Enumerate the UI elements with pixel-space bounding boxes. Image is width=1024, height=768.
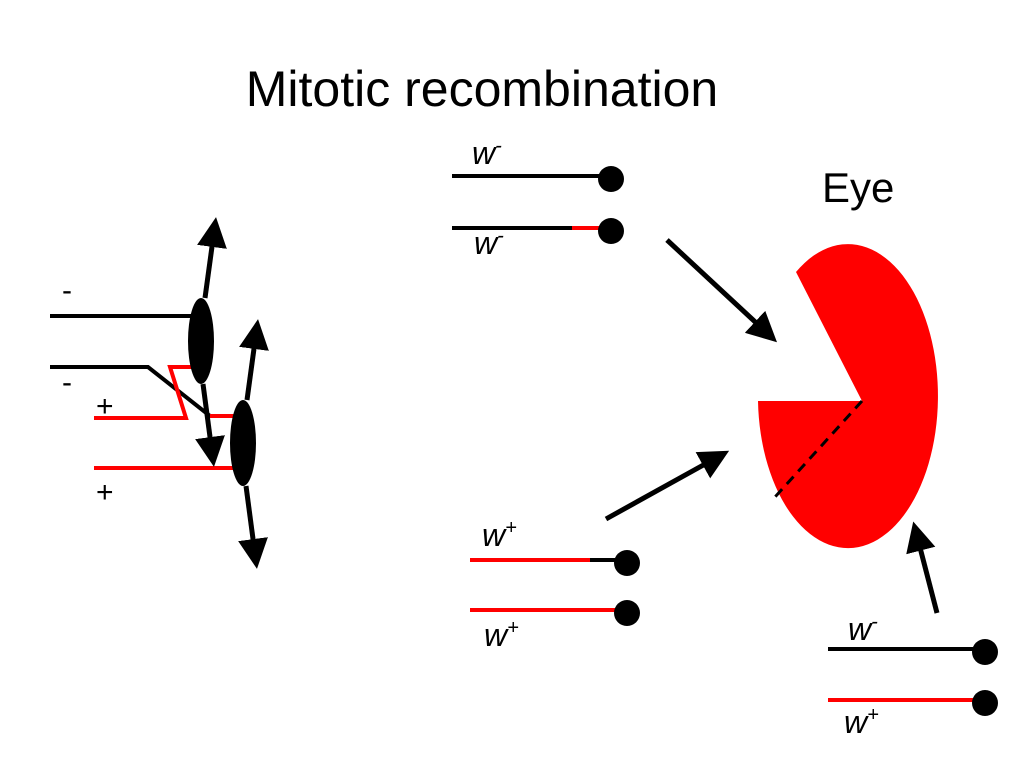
- centromere-bl-2: [614, 600, 640, 626]
- allele-label-br-1: w-: [848, 611, 878, 647]
- chromosome-pair-bottom-right: w- w+: [828, 611, 998, 740]
- diagram-title: Mitotic recombination: [246, 61, 718, 117]
- sign-plus-1: +: [96, 390, 114, 423]
- centromere-upper: [188, 298, 214, 384]
- centromere-br-2: [972, 690, 998, 716]
- arrow-bottom-right-to-eye: [906, 521, 940, 614]
- allele-label-top-2: w-: [474, 225, 504, 261]
- chromosome-pair-bottom-left: w+ w+: [470, 517, 640, 653]
- centromere-bl-1: [614, 550, 640, 576]
- sign-plus-2: +: [96, 476, 114, 509]
- chromatid-upper-2: [50, 365, 238, 418]
- chromosome-pair-top: w- w-: [452, 135, 624, 261]
- spindle-arrow-lower-up: [239, 319, 269, 401]
- spindle-arrow-lower-down: [238, 485, 268, 569]
- centromere-top-1: [598, 166, 624, 192]
- eye-label: Eye: [822, 164, 894, 211]
- allele-label-bl-1: w+: [482, 517, 517, 553]
- allele-label-br-2: w+: [844, 704, 879, 740]
- centromere-top-2: [598, 218, 624, 244]
- arrow-bottom-left-to-eye: [604, 450, 730, 522]
- allele-label-bl-2: w+: [484, 617, 519, 653]
- clone-boundary-dashed-line: [773, 399, 864, 499]
- spindle-arrow-upper-down: [195, 383, 225, 467]
- sign-minus-1: -: [62, 274, 72, 307]
- left-chromosome-diagram: - - + +: [50, 217, 269, 569]
- spindle-arrow-upper-up: [197, 217, 227, 299]
- centromere-lower: [230, 400, 256, 486]
- sign-minus-2: -: [62, 366, 72, 399]
- arrow-top-to-eye: [665, 238, 777, 343]
- eye-shape: [758, 244, 938, 549]
- chromatid-lower-1: [94, 365, 196, 420]
- centromere-br-1: [972, 639, 998, 665]
- allele-label-top-1: w-: [472, 135, 502, 171]
